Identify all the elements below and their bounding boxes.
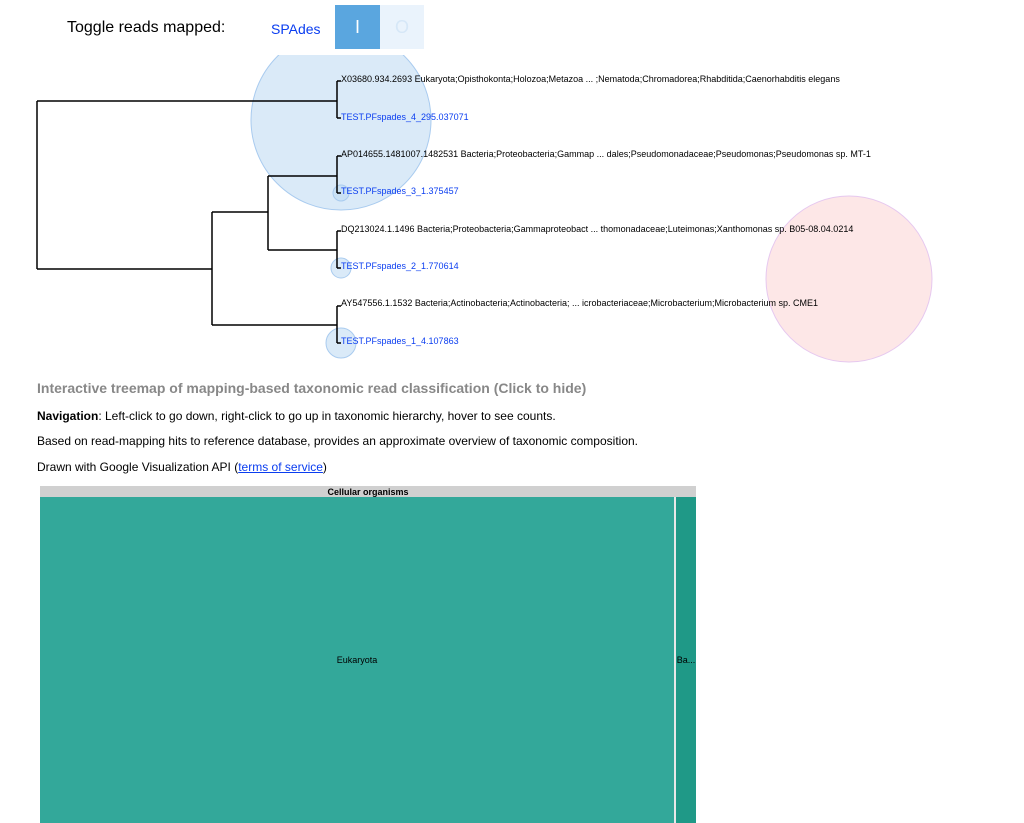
attribution-line: Drawn with Google Visualization API (ter… [37, 460, 327, 474]
leaf-label-ref-4: AY547556.1.1532 Bacteria;Actinobacteria;… [341, 298, 818, 308]
treemap-cell-divider [674, 497, 676, 823]
navigation-label: Navigation [37, 409, 99, 423]
navigation-help: Navigation: Left-click to go down, right… [37, 409, 556, 423]
treemap-root-header[interactable]: Cellular organisms [40, 486, 696, 497]
leaf-label-test-3[interactable]: TEST.PFspades_3_1.375457 [341, 186, 459, 196]
treemap-cell-eukaryota[interactable]: Eukaryota [40, 497, 674, 823]
spades-option[interactable]: SPAdes [271, 21, 321, 37]
treemap-description: Based on read-mapping hits to reference … [37, 434, 639, 448]
treemap-cell-bacteria[interactable]: Ba... [676, 497, 696, 823]
attribution-prefix: Drawn with Google Visualization API ( [37, 460, 239, 474]
tree-branches [36, 80, 341, 344]
leaf-label-ref-3: DQ213024.1.1496 Bacteria;Proteobacteria;… [341, 224, 853, 234]
leaf-label-test-1[interactable]: TEST.PFspades_1_4.107863 [341, 336, 459, 346]
leaf-label-ref-2: AP014655.1481007.1482531 Bacteria;Proteo… [341, 149, 871, 159]
toggle-on-button[interactable]: I [335, 5, 380, 49]
navigation-text: : Left-click to go down, right-click to … [98, 409, 556, 423]
leaf-label-ref-1: X03680.934.2693 Eukaryota;Opisthokonta;H… [341, 74, 840, 84]
leaf-label-test-4[interactable]: TEST.PFspades_4_295.037071 [341, 112, 469, 122]
read-bubble-reference[interactable] [765, 195, 933, 363]
terms-of-service-link[interactable]: terms of service [238, 460, 323, 474]
treemap-section-title[interactable]: Interactive treemap of mapping-based tax… [37, 380, 587, 396]
attribution-suffix: ) [322, 460, 327, 474]
toggle-off-button[interactable]: O [380, 5, 424, 49]
read-bubble-spades-4[interactable] [250, 55, 432, 211]
toggle-label: Toggle reads mapped: [67, 19, 226, 36]
phylogenetic-tree: X03680.934.2693 Eukaryota;Opisthokonta;H… [36, 55, 933, 363]
leaf-label-test-2[interactable]: TEST.PFspades_2_1.770614 [341, 261, 459, 271]
